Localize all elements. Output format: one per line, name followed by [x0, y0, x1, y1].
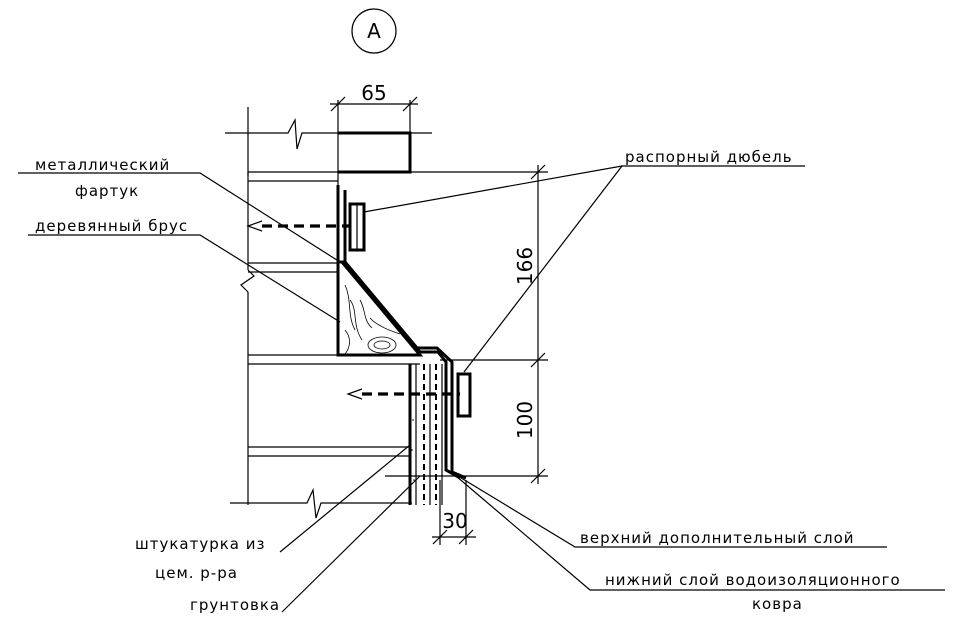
label-metal-apron-1: металлический	[35, 156, 170, 174]
label-wooden-beam: деревянный брус	[35, 217, 188, 235]
dim-166: 166	[513, 247, 537, 285]
label-plaster-1: штукатурка из	[135, 535, 265, 553]
label-metal-apron-2: фартук	[75, 182, 139, 200]
wall-masonry	[240, 171, 420, 505]
label-lower-layer-1: нижний слой водоизоляционного	[605, 571, 901, 589]
dim-100: 100	[513, 401, 537, 439]
callout-letter: A	[367, 19, 381, 43]
label-plaster-2: цем. р-ра	[155, 564, 238, 582]
dimension-top: 65	[330, 81, 418, 133]
callout-marker: A	[351, 8, 397, 54]
leader-lines	[18, 165, 945, 613]
dimension-right: 166 100	[385, 164, 548, 484]
dim-30: 30	[442, 509, 467, 533]
dimension-bottom: 30	[432, 480, 476, 545]
upper-dowel	[246, 202, 366, 252]
label-primer: грунтовка	[190, 596, 280, 614]
waterproofing-layers	[408, 364, 443, 505]
top-slab	[225, 100, 432, 176]
label-lower-layer-2: ковра	[752, 595, 803, 613]
wooden-beam	[336, 260, 424, 357]
bottom-break	[230, 487, 412, 519]
dim-65: 65	[361, 81, 386, 105]
label-anchor-dowel: распорный дюбель	[625, 148, 793, 166]
label-upper-layer: верхний дополнительный слой	[580, 529, 855, 547]
